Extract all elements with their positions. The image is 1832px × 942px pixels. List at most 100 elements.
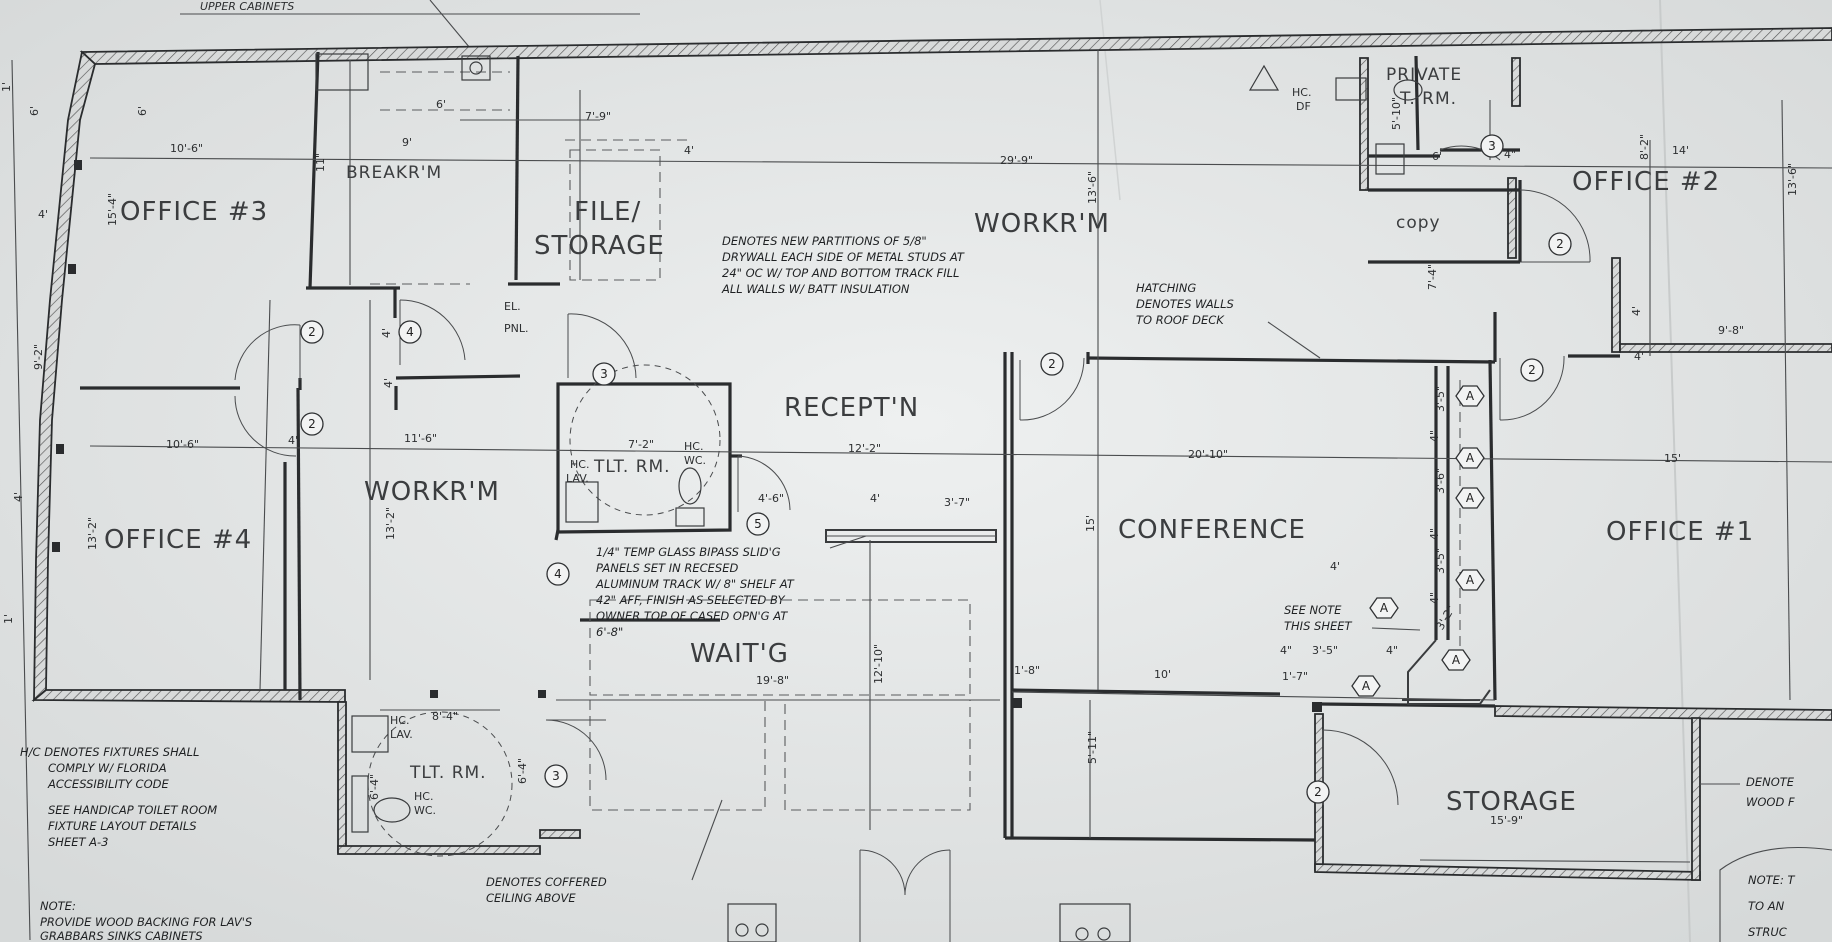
svg-text:TO AN: TO AN <box>1748 899 1785 913</box>
svg-text:6': 6' <box>1432 150 1442 163</box>
svg-text:H/C DENOTES FIXTURES SHALL: H/C DENOTES FIXTURES SHALL <box>20 745 199 759</box>
svg-text:15': 15' <box>1664 452 1681 465</box>
svg-text:3'-5": 3'-5" <box>1312 644 1338 657</box>
svg-text:3: 3 <box>600 367 608 381</box>
label-hc-lav-center: HC. <box>570 458 589 471</box>
svg-text:4': 4' <box>12 492 25 502</box>
svg-text:12'-2": 12'-2" <box>848 442 881 455</box>
bottom-wall-waiting-jog <box>539 829 581 839</box>
svg-text:10'-6": 10'-6" <box>170 142 203 155</box>
svg-text:19'-8": 19'-8" <box>756 674 789 687</box>
svg-text:OWNER TOP OF CASED OPN'G AT: OWNER TOP OF CASED OPN'G AT <box>596 609 788 623</box>
svg-text:ALUMINUM TRACK W/ 8" SHELF AT: ALUMINUM TRACK W/ 8" SHELF AT <box>595 577 795 591</box>
label-pnl: PNL. <box>504 322 529 335</box>
svg-text:1': 1' <box>0 82 13 92</box>
svg-text:A: A <box>1466 491 1475 505</box>
exterior-wall-bottom-left <box>31 689 346 703</box>
svg-text:6'-4": 6'-4" <box>516 758 529 784</box>
svg-text:CEILING ABOVE: CEILING ABOVE <box>486 891 576 905</box>
svg-text:6': 6' <box>136 106 149 116</box>
exterior-wall-right-bottom <box>1494 705 1832 721</box>
svg-text:4": 4" <box>288 434 300 447</box>
hex-tag-a: A <box>1369 597 1399 619</box>
door-tag: 2 <box>1306 780 1330 804</box>
svg-text:HATCHING: HATCHING <box>1136 281 1196 295</box>
label-lav-center: LAV. <box>566 472 589 485</box>
svg-text:4: 4 <box>406 325 414 339</box>
svg-text:7'-2": 7'-2" <box>628 438 654 451</box>
hex-tag-a: A <box>1441 649 1471 671</box>
svg-text:14': 14' <box>1672 144 1689 157</box>
svg-text:2: 2 <box>308 325 316 339</box>
svg-text:8'-4": 8'-4" <box>432 710 458 723</box>
svg-text:4": 4" <box>1280 644 1292 657</box>
door-tag: 2 <box>1040 352 1064 376</box>
room-label-office-3: OFFICE #3 <box>120 197 268 227</box>
svg-text:9'-8": 9'-8" <box>1718 324 1744 337</box>
svg-text:NOTE:: NOTE: <box>40 899 76 913</box>
svg-text:2: 2 <box>1314 785 1322 799</box>
upper-cabinets-label: UPPER CABINETS <box>200 0 294 13</box>
svg-text:8'-2": 8'-2" <box>1638 134 1651 160</box>
svg-text:3: 3 <box>552 769 560 783</box>
dimension-lines <box>11 50 1832 941</box>
svg-text:15'-9": 15'-9" <box>1490 814 1523 827</box>
svg-text:A: A <box>1452 653 1461 667</box>
bottom-wall-toilet <box>337 701 347 853</box>
room-label-workroom-top: WORKR'M <box>974 209 1110 239</box>
svg-text:A: A <box>1466 451 1475 465</box>
svg-text:FIXTURE LAYOUT DETAILS: FIXTURE LAYOUT DETAILS <box>48 819 197 833</box>
svg-text:6': 6' <box>436 98 446 111</box>
svg-text:4": 4" <box>1386 644 1398 657</box>
svg-text:ALL WALLS W/ BATT INSULATION: ALL WALLS W/ BATT INSULATION <box>721 282 910 296</box>
svg-text:TO ROOF DECK: TO ROOF DECK <box>1136 313 1225 327</box>
svg-text:13'-6": 13'-6" <box>1086 171 1099 204</box>
svg-text:4": 4" <box>1428 528 1441 540</box>
label-wc-center: WC. <box>684 454 706 467</box>
hatched-wall-private-2 <box>1511 57 1521 107</box>
svg-text:3'-7": 3'-7" <box>944 496 970 509</box>
svg-text:7'-4": 7'-4" <box>1426 264 1439 290</box>
svg-text:10': 10' <box>1154 668 1171 681</box>
svg-text:5'-10": 5'-10" <box>1390 97 1403 130</box>
svg-text:STRUC: STRUC <box>1748 925 1787 939</box>
svg-text:7'-9": 7'-9" <box>585 110 611 123</box>
note-denote-right: DENOTE WOOD F <box>1700 775 1795 809</box>
svg-text:DENOTES COFFERED: DENOTES COFFERED <box>486 875 607 889</box>
svg-text:3'-6": 3'-6" <box>1434 468 1447 494</box>
svg-text:20'-10": 20'-10" <box>1188 448 1228 461</box>
svg-text:4'-6": 4'-6" <box>758 492 784 505</box>
note-coffered: DENOTES COFFERED CEILING ABOVE <box>486 799 723 905</box>
svg-text:A: A <box>1466 389 1475 403</box>
door-tag: 4 <box>398 320 422 344</box>
note-see-note: SEE NOTE THIS SHEET <box>1284 603 1421 633</box>
room-label-toilet-center: TLT. RM. <box>593 457 671 477</box>
room-label-storage: STORAGE <box>1446 787 1577 817</box>
svg-text:DENOTE: DENOTE <box>1746 775 1795 789</box>
svg-text:WOOD F: WOOD F <box>1746 795 1795 809</box>
note-wood-backing: NOTE: PROVIDE WOOD BACKING FOR LAV'S GRA… <box>40 899 252 942</box>
svg-text:15': 15' <box>1084 515 1097 532</box>
room-label-office-1: OFFICE #1 <box>1606 517 1754 547</box>
room-label-waiting: WAIT'G <box>690 639 789 669</box>
svg-text:11'-6": 11'-6" <box>404 432 437 445</box>
svg-text:11": 11" <box>314 153 327 172</box>
svg-text:6': 6' <box>28 106 41 116</box>
svg-text:15'-4": 15'-4" <box>106 193 119 226</box>
svg-text:1': 1' <box>2 614 15 624</box>
svg-text:1'-7": 1'-7" <box>1282 670 1308 683</box>
door-swings <box>234 145 1591 942</box>
room-label-private-2: T. RM. <box>1399 89 1457 109</box>
svg-text:5: 5 <box>754 517 762 531</box>
svg-text:4": 4" <box>1428 430 1441 442</box>
svg-text:2: 2 <box>1048 357 1056 371</box>
room-label-reception: RECEPT'N <box>784 393 919 423</box>
door-tag: 2 <box>300 412 324 436</box>
room-label-copy: copy <box>1396 213 1441 233</box>
svg-text:PROVIDE WOOD BACKING FOR LAV'S: PROVIDE WOOD BACKING FOR LAV'S <box>40 915 252 929</box>
svg-text:4': 4' <box>1330 560 1340 573</box>
room-label-toilet-bottom: TLT. RM. <box>409 763 487 783</box>
svg-text:DENOTES NEW PARTITIONS OF 5/8": DENOTES NEW PARTITIONS OF 5/8" <box>722 234 927 248</box>
svg-text:SEE HANDICAP TOILET ROOM: SEE HANDICAP TOILET ROOM <box>48 803 217 817</box>
